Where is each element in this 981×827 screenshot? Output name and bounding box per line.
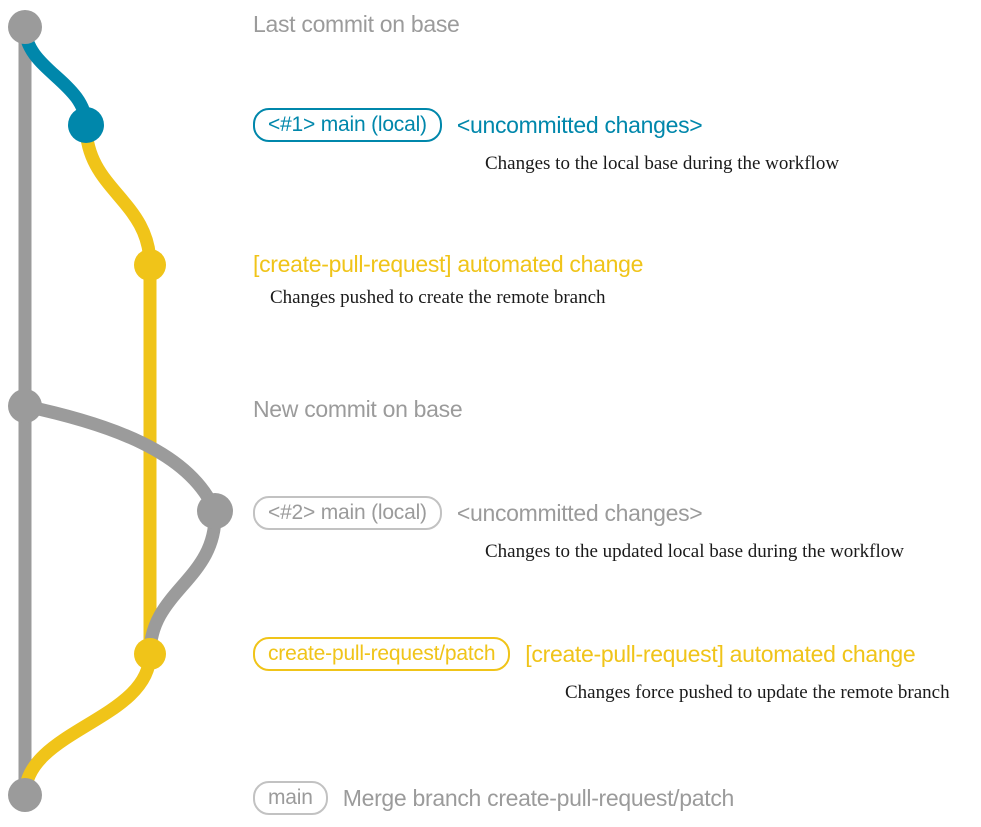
commit-node-automated-change-1[interactable] xyxy=(134,249,166,281)
commit-description-automated-change-1: Changes pushed to create the remote bran… xyxy=(270,287,606,308)
commit-node-merge[interactable] xyxy=(8,778,42,812)
commit-row-last-commit-on-base: Last commit on base xyxy=(253,13,460,36)
commit-row-header: main Merge branch create-pull-request/pa… xyxy=(253,781,734,815)
edge-patch2-to-merge xyxy=(18,647,157,802)
edge-base2-to-local2 xyxy=(18,399,222,518)
commit-description-local-main-2: Changes to the updated local base during… xyxy=(485,541,904,562)
edge-local1-to-patch1 xyxy=(79,118,157,272)
commit-row-header: <#2> main (local) <uncommitted changes> xyxy=(253,496,904,530)
branch-badge-local-main-1[interactable]: <#1> main (local) xyxy=(253,108,442,142)
commit-row-automated-change-1: [create-pull-request] automated change C… xyxy=(253,253,643,308)
commit-node-last-commit-on-base[interactable] xyxy=(8,10,42,44)
commit-headline-merge: Merge branch create-pull-request/patch xyxy=(342,784,735,811)
branch-badge-local-main-2[interactable]: <#2> main (local) xyxy=(253,496,442,530)
commit-row-new-commit-on-base: New commit on base xyxy=(253,396,463,422)
commit-headline-local-main-2: <uncommitted changes> xyxy=(456,499,703,526)
commit-row-header: Last commit on base xyxy=(253,13,460,36)
commit-row-header: create-pull-request/patch [create-pull-r… xyxy=(253,637,950,671)
commit-description-automated-change-2: Changes force pushed to update the remot… xyxy=(565,682,950,703)
branch-badge-main[interactable]: main xyxy=(253,781,328,815)
commit-row-local-main-1: <#1> main (local) <uncommitted changes> … xyxy=(253,108,839,173)
commit-row-merge: main Merge branch create-pull-request/pa… xyxy=(253,781,734,815)
commit-headline-new-commit-on-base: New commit on base xyxy=(253,396,463,422)
edge-local2-to-patch2 xyxy=(143,504,222,661)
commit-node-automated-change-2[interactable] xyxy=(134,638,166,670)
commit-description-local-main-1: Changes to the local base during the wor… xyxy=(485,153,840,174)
commit-headline-local-main-1: <uncommitted changes> xyxy=(456,111,703,138)
branch-badge-create-pull-request-patch[interactable]: create-pull-request/patch xyxy=(253,637,511,671)
commit-node-local-main-1[interactable] xyxy=(68,107,104,143)
commit-row-automated-change-2: create-pull-request/patch [create-pull-r… xyxy=(253,637,950,702)
commit-row-header: New commit on base xyxy=(253,396,463,422)
commit-row-local-main-2: <#2> main (local) <uncommitted changes> … xyxy=(253,496,904,561)
commit-headline-automated-change-1: [create-pull-request] automated change xyxy=(253,251,644,277)
commit-row-header: [create-pull-request] automated change xyxy=(253,253,643,276)
commit-headline-automated-change-2: [create-pull-request] automated change xyxy=(525,640,916,667)
commit-node-local-main-2[interactable] xyxy=(197,493,233,529)
commit-node-new-commit-on-base[interactable] xyxy=(8,389,42,423)
commit-row-header: <#1> main (local) <uncommitted changes> xyxy=(253,108,839,142)
commit-headline-last-commit-on-base: Last commit on base xyxy=(253,11,460,37)
